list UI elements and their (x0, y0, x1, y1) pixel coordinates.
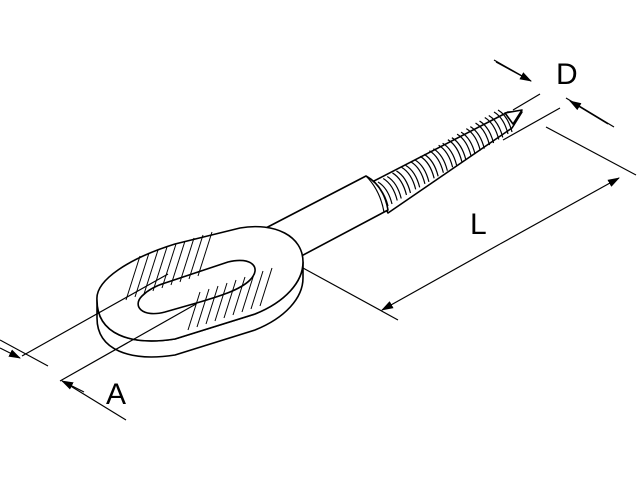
hatch-line (232, 276, 246, 316)
hatch-line (134, 252, 150, 298)
hatch-line (125, 255, 141, 301)
thread-crest (401, 166, 417, 190)
thread-crest (392, 172, 408, 196)
hatch-line (241, 273, 255, 313)
hatch-line (214, 282, 228, 322)
dimension-d-label: D (556, 58, 578, 91)
thread-crest (382, 177, 398, 201)
thread-crest (447, 139, 463, 162)
thread-crest (429, 150, 444, 173)
thread-crest (442, 142, 458, 166)
hatch-line (205, 285, 219, 325)
thread-crest (433, 148, 448, 171)
thread-crest (469, 126, 485, 149)
thread-crest (396, 170, 412, 194)
thread-crest (451, 137, 467, 160)
dimension-a: A (0, 273, 197, 421)
thread-crest (460, 131, 476, 155)
thread-crest (377, 181, 393, 205)
thread-crest (386, 175, 402, 199)
hatch-line (223, 279, 237, 319)
hatch-line (196, 288, 210, 328)
thread-crest (438, 144, 454, 168)
dimension-d: D (493, 58, 615, 141)
thread-crest (456, 133, 472, 157)
thread-crest (493, 111, 509, 135)
hatch-line (152, 246, 168, 292)
hatch-line (179, 237, 195, 283)
hatch-line (197, 231, 213, 277)
thread-crest (465, 128, 481, 151)
thread-crest (423, 153, 439, 177)
dimension-a-label: A (106, 378, 126, 411)
thread-crest (484, 117, 500, 140)
thread-crest (497, 109, 513, 133)
hatch-line (170, 240, 186, 286)
hatch-line (259, 267, 273, 307)
thread-crest (419, 155, 435, 179)
thread-crest (410, 161, 426, 184)
screw-thread (371, 109, 523, 214)
thread-crest (475, 122, 491, 146)
thread-crest (405, 164, 421, 188)
hatch-line (250, 270, 264, 310)
hatch-line (161, 243, 177, 289)
hatch-line (188, 234, 204, 280)
dimension-l: L (302, 126, 637, 321)
eye-head (96, 225, 304, 358)
thread-crest (414, 159, 430, 182)
dimension-l-label: L (470, 208, 487, 241)
hatch-line (187, 291, 201, 331)
thread-crest (479, 120, 495, 144)
thread-crest (488, 115, 504, 138)
